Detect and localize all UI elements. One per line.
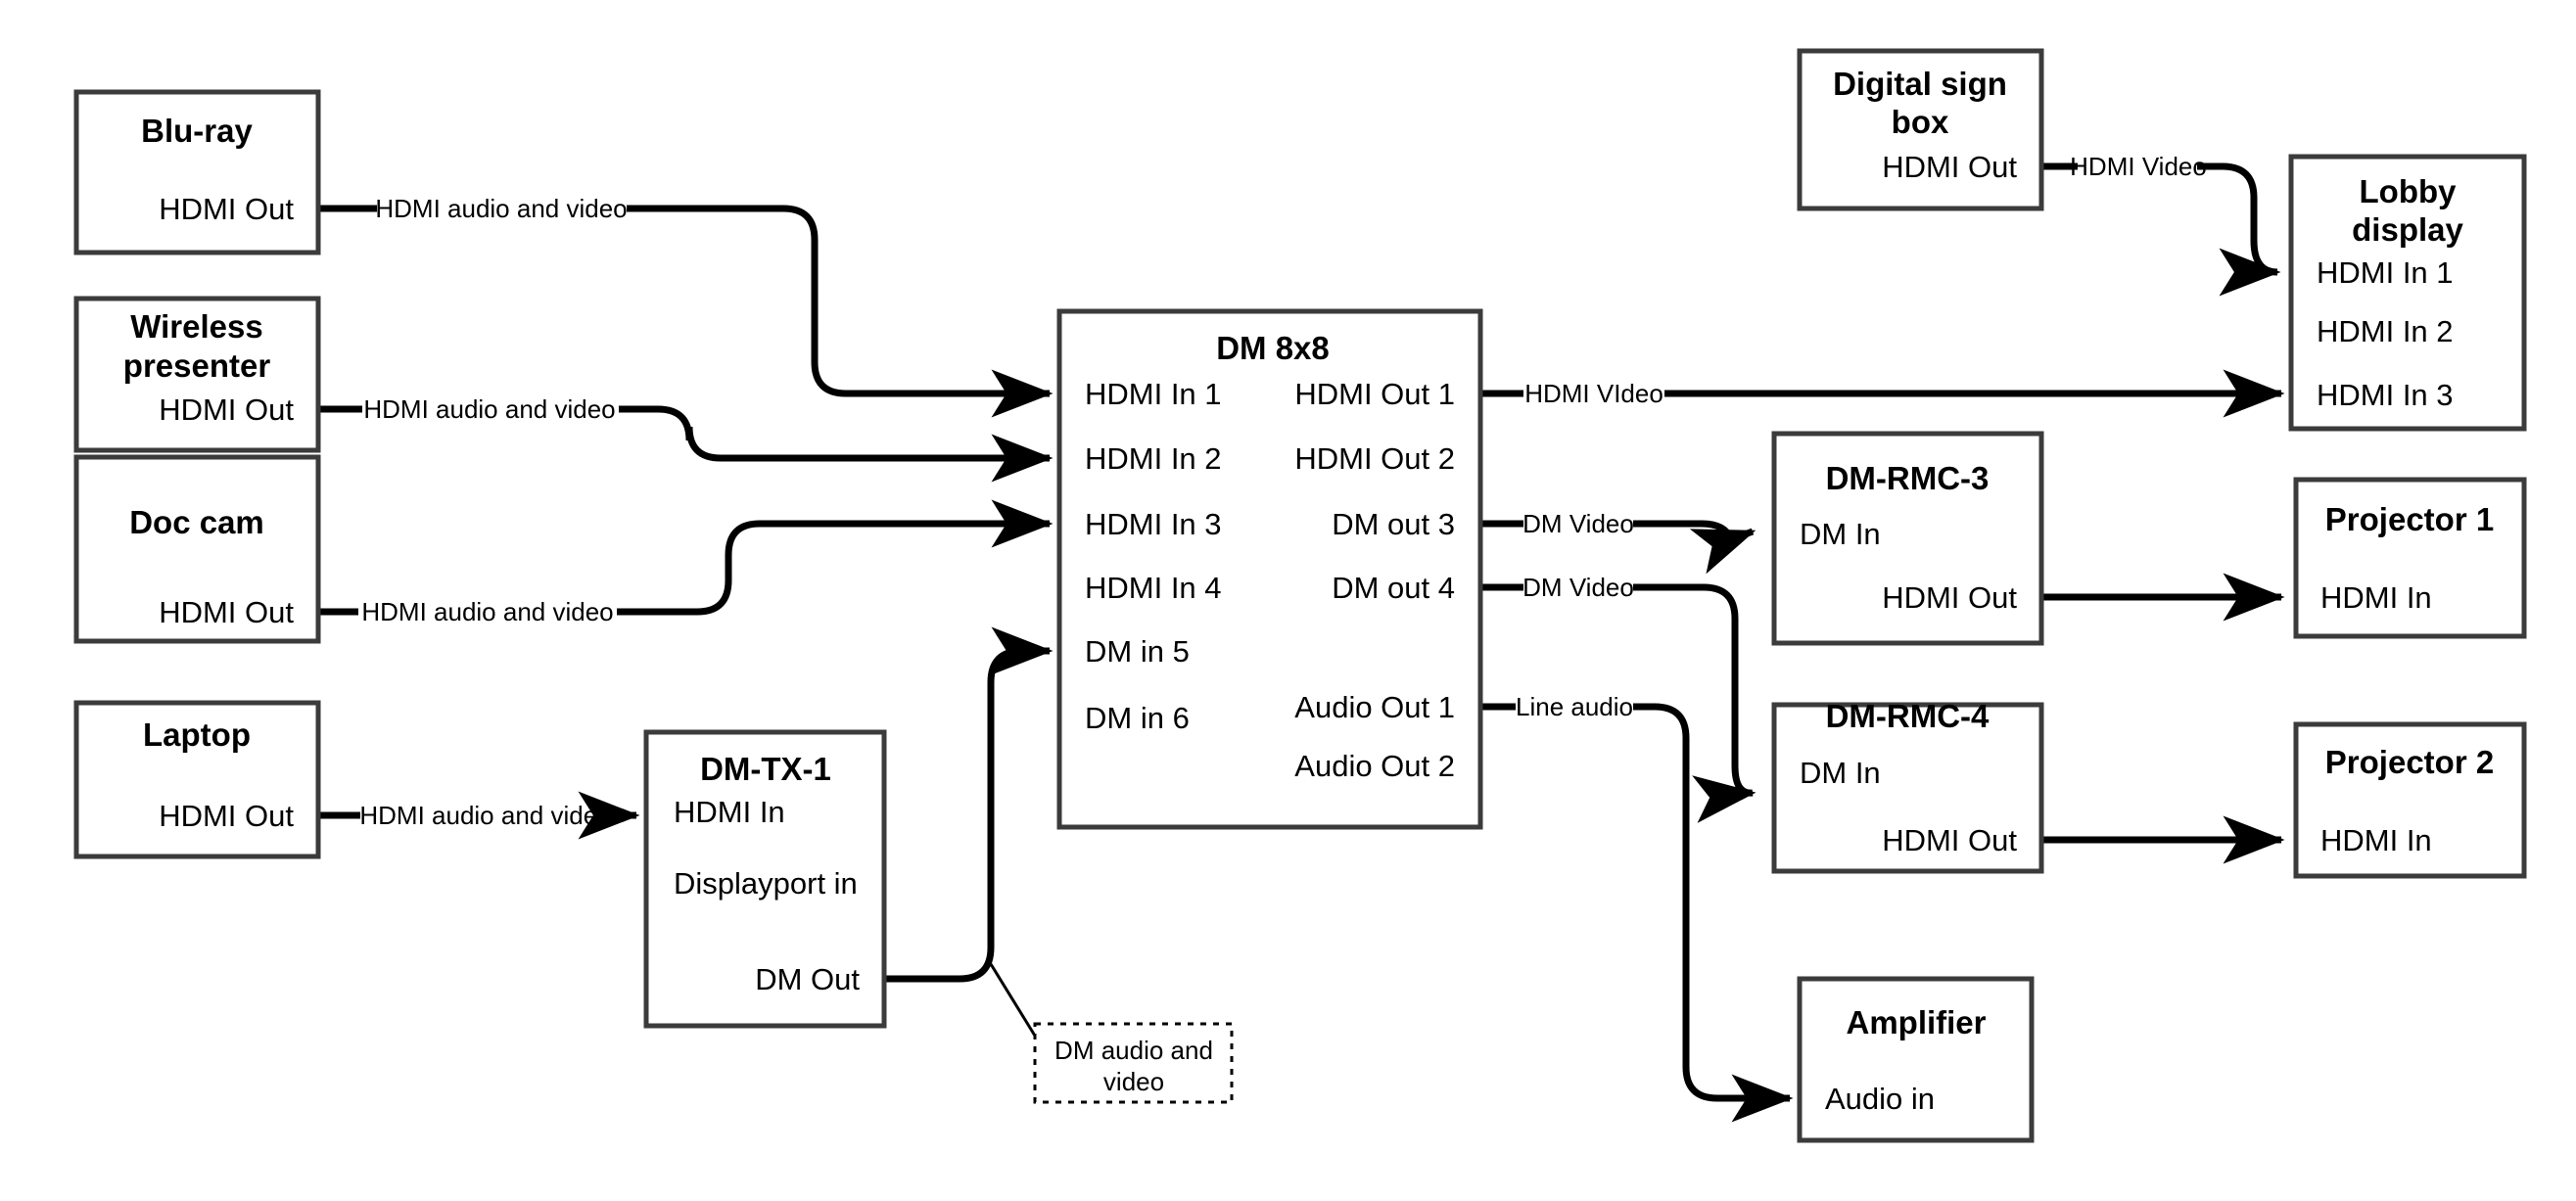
device-title-dm-8x8: DM 8x8 [1216, 330, 1330, 366]
device-doc-cam[interactable]: Doc cam HDMI Out [73, 454, 321, 644]
port-amplifier-audio-in: Audio in [1825, 1082, 1935, 1116]
wire-label-line-audio: Line audio [1516, 692, 1633, 721]
device-dm-rmc-4[interactable]: DM-RMC-4 DM In HDMI Out [1771, 698, 2044, 874]
wire-label-wireless: HDMI audio and video [363, 394, 615, 424]
port-dm-8x8-audio-out-1: Audio Out 1 [1294, 690, 1455, 724]
wire-label-dm-video-3: DM Video [1522, 509, 1634, 538]
port-lobby-display-hdmi-in-1: HDMI In 1 [2317, 255, 2454, 290]
port-doc-cam-hdmi-out: HDMI Out [159, 595, 294, 629]
device-title-digital-sign-box-line1: Digital sign [1833, 66, 2007, 102]
device-title-doc-cam: Doc cam [129, 504, 264, 540]
port-dm-rmc-4-dm-in: DM In [1800, 756, 1881, 790]
connection-sign-to-lobby: HDMI Video [2041, 152, 2281, 297]
connection-bluray-to-dm8x8: HDMI audio and video [318, 194, 1054, 418]
device-title-bluray: Blu-ray [141, 113, 253, 149]
port-dm-8x8-hdmi-in-2: HDMI In 2 [1085, 441, 1222, 476]
port-dm-8x8-audio-out-2: Audio Out 2 [1294, 749, 1455, 783]
port-lobby-display-hdmi-in-2: HDMI In 2 [2317, 314, 2454, 348]
port-dm-8x8-hdmi-out-1: HDMI Out 1 [1294, 377, 1455, 411]
device-wireless-presenter[interactable]: Wireless presenter HDMI Out [73, 296, 321, 453]
callout-leader-line [989, 963, 1040, 1041]
device-bluray[interactable]: Blu-ray HDMI Out [73, 89, 321, 255]
wire-label-hdmi-video-sign: HDMI Video [2070, 152, 2207, 181]
connection-dm8x8-to-rmc4: DM Video [1480, 573, 1756, 823]
device-title-lobby-display-line2: display [2352, 211, 2463, 248]
device-title-projector-2: Projector 2 [2325, 744, 2494, 780]
port-bluray-hdmi-out: HDMI Out [159, 192, 294, 226]
device-title-dm-rmc-4: DM-RMC-4 [1826, 698, 1990, 734]
port-dm-8x8-dm-out-4: DM out 4 [1332, 571, 1455, 605]
port-wireless-presenter-hdmi-out: HDMI Out [159, 393, 294, 427]
device-projector-1[interactable]: Projector 1 HDMI In [2293, 477, 2527, 639]
device-dm-8x8[interactable]: DM 8x8 HDMI In 1 HDMI In 2 HDMI In 3 HDM… [1056, 308, 1483, 830]
device-projector-2[interactable]: Projector 2 HDMI In [2293, 721, 2527, 879]
device-amplifier[interactable]: Amplifier Audio in [1797, 976, 2035, 1143]
wire-label-hdmi-video-out1: HDMI VIdeo [1524, 379, 1663, 408]
wire-label-doccam: HDMI audio and video [361, 597, 613, 626]
port-dm-8x8-dm-in-5: DM in 5 [1085, 634, 1190, 669]
callout-text-line2: video [1103, 1067, 1164, 1096]
connection-laptop-to-dmtx1: HDMI audio and video [318, 791, 640, 840]
device-title-dm-rmc-3: DM-RMC-3 [1826, 460, 1990, 496]
port-dm-8x8-hdmi-out-2: HDMI Out 2 [1294, 441, 1455, 476]
device-digital-sign-box[interactable]: Digital sign box HDMI Out [1797, 48, 2044, 211]
wire-label-bluray: HDMI audio and video [375, 194, 627, 223]
device-title-digital-sign-box-line2: box [1892, 104, 1949, 140]
device-title-wireless-presenter-line2: presenter [123, 347, 271, 384]
device-title-dm-tx-1: DM-TX-1 [700, 751, 831, 787]
device-laptop[interactable]: Laptop HDMI Out [73, 700, 321, 859]
port-dm-tx-1-dm-out: DM Out [755, 962, 860, 996]
device-title-lobby-display-line1: Lobby [2360, 173, 2458, 209]
port-dm-8x8-dm-out-3: DM out 3 [1332, 507, 1455, 541]
device-lobby-display[interactable]: Lobby display HDMI In 1 HDMI In 2 HDMI I… [2288, 154, 2527, 432]
port-lobby-display-hdmi-in-3: HDMI In 3 [2317, 378, 2454, 412]
port-dm-rmc-4-hdmi-out: HDMI Out [1882, 823, 2017, 857]
port-projector-1-hdmi-in: HDMI In [2320, 580, 2432, 615]
connection-dm8x8-to-amplifier: Line audio [1480, 692, 1794, 1123]
connection-dm8x8-to-rmc3: DM Video [1480, 509, 1756, 575]
connection-doccam-to-dm8x8: HDMI audio and video [318, 499, 1054, 626]
port-dm-rmc-3-hdmi-out: HDMI Out [1882, 580, 2017, 615]
port-digital-sign-box-hdmi-out: HDMI Out [1882, 150, 2017, 184]
connection-dmtx1-to-dm8x8 [884, 626, 1054, 983]
device-title-laptop: Laptop [143, 716, 251, 753]
port-dm-8x8-dm-in-6: DM in 6 [1085, 701, 1190, 735]
port-laptop-hdmi-out: HDMI Out [159, 799, 294, 833]
wire-label-dm-video-4: DM Video [1522, 573, 1634, 602]
port-dm-8x8-hdmi-in-4: HDMI In 4 [1085, 571, 1222, 605]
port-dm-8x8-hdmi-in-3: HDMI In 3 [1085, 507, 1222, 541]
callout-dm-audio-and-video: DM audio and video [1033, 1022, 1234, 1104]
port-dm-rmc-3-dm-in: DM In [1800, 517, 1881, 551]
port-dm-tx-1-hdmi-in: HDMI In [674, 795, 785, 829]
port-dm-8x8-hdmi-in-1: HDMI In 1 [1085, 377, 1222, 411]
device-title-amplifier: Amplifier [1846, 1004, 1986, 1040]
connection-wireless-to-dm8x8: HDMI audio and video [318, 394, 1054, 483]
device-title-projector-1: Projector 1 [2325, 501, 2494, 537]
callout-text-line1: DM audio and [1054, 1036, 1213, 1065]
device-title-wireless-presenter-line1: Wireless [130, 308, 262, 345]
wire-label-laptop: HDMI audio and video [359, 801, 611, 830]
port-dm-tx-1-displayport-in: Displayport in [674, 866, 858, 901]
device-dm-tx-1[interactable]: DM-TX-1 HDMI In Displayport in DM Out [643, 729, 887, 1029]
connection-dm8x8-to-lobby: HDMI VIdeo [1480, 369, 2285, 418]
port-projector-2-hdmi-in: HDMI In [2320, 823, 2432, 857]
device-dm-rmc-3[interactable]: DM-RMC-3 DM In HDMI Out [1771, 431, 2044, 646]
